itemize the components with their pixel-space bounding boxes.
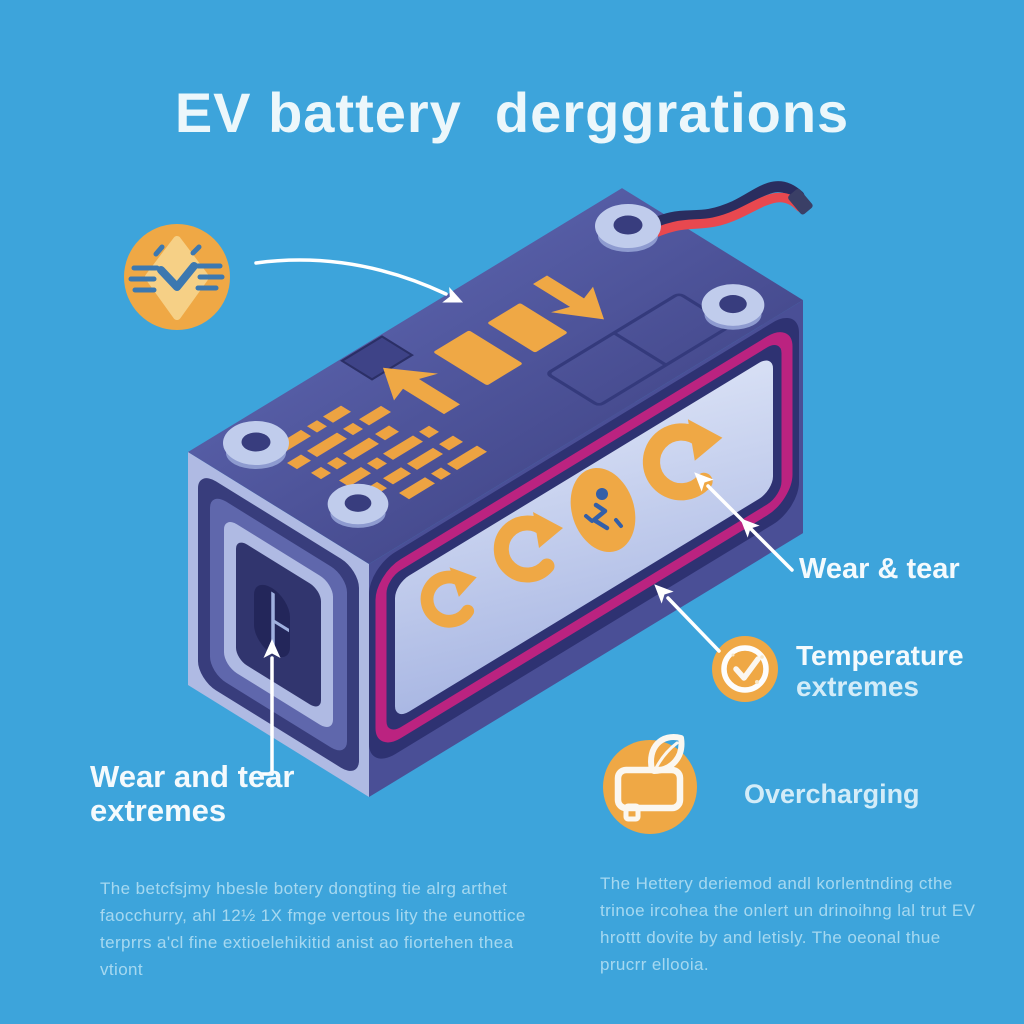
callout-overcharging: Overcharging <box>744 779 920 809</box>
callout-temperature-line1: Temperature <box>796 640 964 671</box>
flow-arrow-down <box>533 275 604 320</box>
spark-icon <box>124 224 230 330</box>
callout-wear-extremes-line1: Wear and tear <box>90 759 295 794</box>
crack-damage-icon <box>570 467 636 553</box>
footnote-paragraph-right: The Hettery deriemod andl korlentnding c… <box>600 870 980 978</box>
window-magenta-frame <box>375 332 793 743</box>
battery-terminal <box>327 483 389 528</box>
footnote-line: The betcfsjmy hbesle botery dongting tie… <box>100 879 508 898</box>
flow-arrow-up <box>383 367 460 415</box>
callout-wear-extremes-line2: extremes <box>90 793 227 828</box>
battery-terminal <box>701 284 765 330</box>
callout-wear-tear-extremes: Wear and tear extremes <box>90 760 294 828</box>
battery-left-face <box>188 452 369 798</box>
footnote-line: The Hettery deriemod andl korlentnding c… <box>600 874 953 893</box>
wire-positive <box>639 192 805 243</box>
footnote-line: terprrs a'cl fine extioelehikitid anist … <box>100 933 514 979</box>
callout-temperature: Temperature extremes <box>796 640 964 702</box>
battery-leaf-icon <box>603 734 697 834</box>
footnote-line: hrottt dovite by and letisly. The oeonal… <box>600 928 941 947</box>
wear-tear-arrow <box>688 466 794 572</box>
curved-pointer-arrow <box>254 258 467 311</box>
wire-negative <box>634 181 805 236</box>
ev-battery-illustration <box>188 181 813 798</box>
footnote-paragraph-left: The betcfsjmy hbesle botery dongting tie… <box>100 875 540 983</box>
wire-connector-tip <box>788 188 813 215</box>
footnote-line: faocchurry, ahl 12½ 1X fmge vertous lity… <box>100 906 526 925</box>
charge-bar <box>488 303 567 352</box>
wear-extremes-arrow <box>258 639 281 776</box>
battery-terminal <box>595 204 661 252</box>
battery-top-face <box>188 188 803 565</box>
callout-temperature-line2: extremes <box>796 671 919 702</box>
footnote-line: prucrr ellooia. <box>600 955 709 974</box>
footnote-line: trinoe ircohea the onlert un drinoihng l… <box>600 901 976 920</box>
temperature-arrow <box>648 578 721 653</box>
clock-icon <box>712 636 778 702</box>
charge-bar <box>434 330 522 385</box>
battery-cell-icon <box>254 584 290 658</box>
battery-terminal <box>223 421 289 469</box>
callout-wear-tear: Wear & tear <box>799 553 960 585</box>
recessed-vent <box>340 335 414 381</box>
poster-title: EV battery derggrations <box>174 81 850 144</box>
